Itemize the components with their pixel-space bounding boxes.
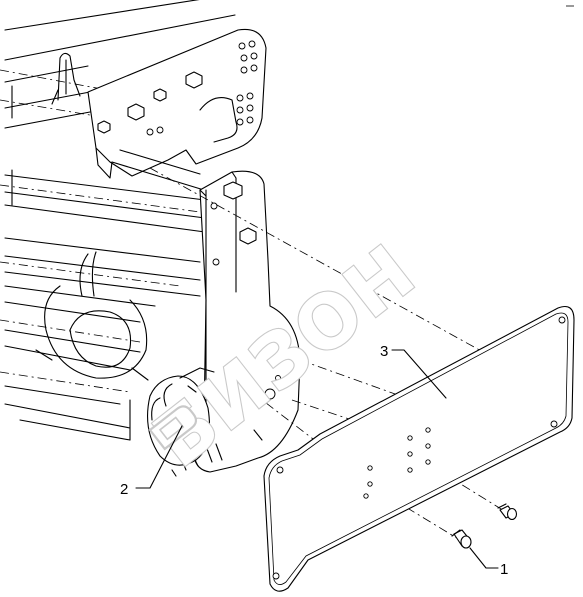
- bolt-part-1-lower: [451, 529, 472, 549]
- bolt-part-1-upper: [497, 503, 518, 521]
- callout-2-label: 2: [120, 481, 128, 498]
- lifting-hook: [51, 52, 81, 105]
- callout-1-label: 1: [500, 561, 508, 578]
- frame-middle-rails: [0, 149, 206, 297]
- vertical-side-plate: [193, 170, 301, 473]
- lower-frame-assembly: [0, 251, 156, 441]
- frame-upper-rails: [0, 0, 236, 129]
- callout-1: 1: [469, 547, 508, 578]
- bracket-hole-pattern: [146, 40, 258, 136]
- callout-3-label: 3: [380, 343, 388, 360]
- top-mounting-bracket: [87, 28, 267, 179]
- callout-3: 3: [380, 343, 447, 399]
- mounting-plate-part-3: [263, 305, 575, 592]
- callout-2: 2: [120, 425, 183, 498]
